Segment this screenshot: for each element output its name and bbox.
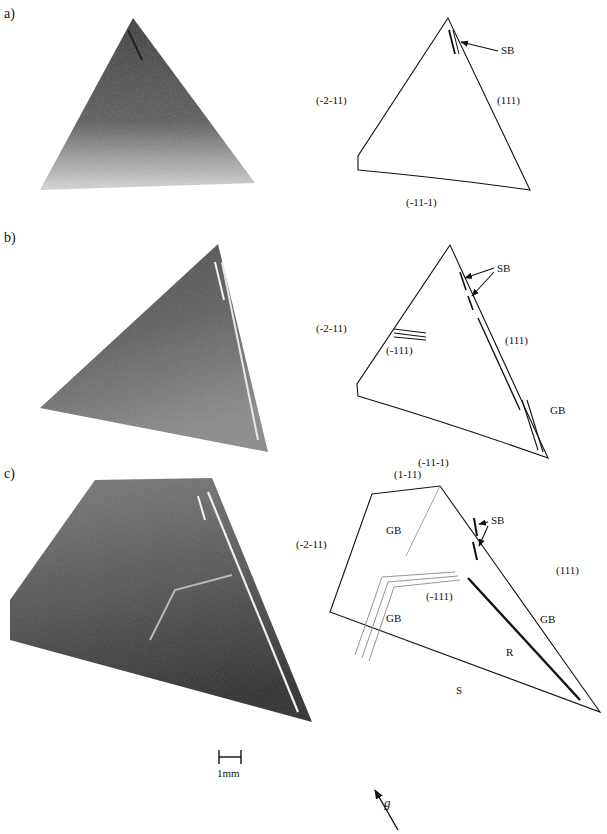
vector-label: g bbox=[384, 796, 391, 810]
panel-letter: a) bbox=[4, 6, 15, 21]
grain-boundary bbox=[406, 486, 440, 556]
plane-label: (-11-1) bbox=[418, 456, 449, 468]
bright-band bbox=[208, 492, 298, 712]
plane-label: (-11-1) bbox=[406, 196, 437, 208]
crystal-outline bbox=[358, 18, 530, 190]
plane-label: (-2-11) bbox=[296, 538, 327, 550]
grain-boundary bbox=[362, 576, 458, 658]
slip-band bbox=[474, 518, 477, 536]
defect-label: GB bbox=[540, 613, 555, 625]
plane-label: (-111) bbox=[386, 344, 413, 356]
slip-band bbox=[468, 296, 473, 310]
plane-label: (-111) bbox=[426, 590, 453, 602]
image-grain bbox=[5, 472, 317, 727]
image-grain bbox=[30, 10, 265, 200]
scale-bar-tick bbox=[240, 750, 241, 764]
slip-band bbox=[468, 578, 580, 700]
topograph-photo bbox=[30, 10, 265, 200]
defect-label: GB bbox=[386, 612, 401, 624]
leader-arrow bbox=[479, 526, 488, 546]
leader-arrow bbox=[479, 522, 488, 524]
grain-boundary bbox=[394, 329, 426, 333]
crystal-sketch bbox=[358, 18, 530, 190]
grain-boundary bbox=[369, 580, 460, 661]
topograph-photo bbox=[5, 472, 317, 727]
bright-band bbox=[198, 496, 205, 520]
plane-label: (-2-11) bbox=[316, 94, 347, 106]
slip-band bbox=[128, 30, 142, 60]
scale-label: 1mm bbox=[217, 767, 240, 779]
defect-label: GB bbox=[386, 524, 401, 536]
diffraction-vector bbox=[375, 790, 398, 830]
region-label: S bbox=[456, 684, 462, 696]
defect-label: SB bbox=[491, 514, 504, 526]
grain-boundary bbox=[522, 400, 538, 450]
defect-label: GB bbox=[550, 404, 565, 416]
scale-bar-tick bbox=[218, 750, 219, 764]
bright-band bbox=[222, 262, 258, 440]
grain-boundary bbox=[394, 333, 426, 337]
panel-letter: b) bbox=[4, 230, 16, 245]
defect-label: SB bbox=[501, 44, 514, 56]
panel-letter: c) bbox=[4, 466, 15, 481]
plane-label: (111) bbox=[556, 564, 579, 576]
slip-band bbox=[473, 542, 477, 560]
grain-boundary bbox=[150, 575, 232, 640]
region-label: R bbox=[506, 646, 513, 658]
image-grain bbox=[30, 236, 275, 458]
scale-bar bbox=[219, 750, 241, 764]
crystal-outline bbox=[330, 486, 600, 712]
plane-label: (111) bbox=[497, 94, 520, 106]
grain-boundary bbox=[355, 572, 455, 655]
crystal-sketch bbox=[330, 486, 600, 712]
grain-boundary bbox=[394, 337, 426, 340]
bright-band bbox=[215, 262, 224, 300]
crystal-outline bbox=[357, 245, 548, 458]
plane-label: (-2-11) bbox=[316, 322, 347, 334]
slip-band bbox=[460, 272, 466, 290]
slip-band bbox=[478, 318, 520, 410]
crystal-sketch bbox=[357, 245, 548, 458]
plane-label: (1-11) bbox=[394, 468, 421, 480]
defect-label: SB bbox=[497, 262, 510, 274]
leader-arrow bbox=[461, 42, 498, 51]
plane-label: (111) bbox=[505, 334, 528, 346]
slip-band bbox=[453, 30, 459, 54]
leader-arrow bbox=[472, 272, 494, 296]
scale-bar-line bbox=[219, 756, 241, 757]
grain-boundary bbox=[527, 400, 543, 452]
topograph-photo bbox=[30, 236, 275, 458]
